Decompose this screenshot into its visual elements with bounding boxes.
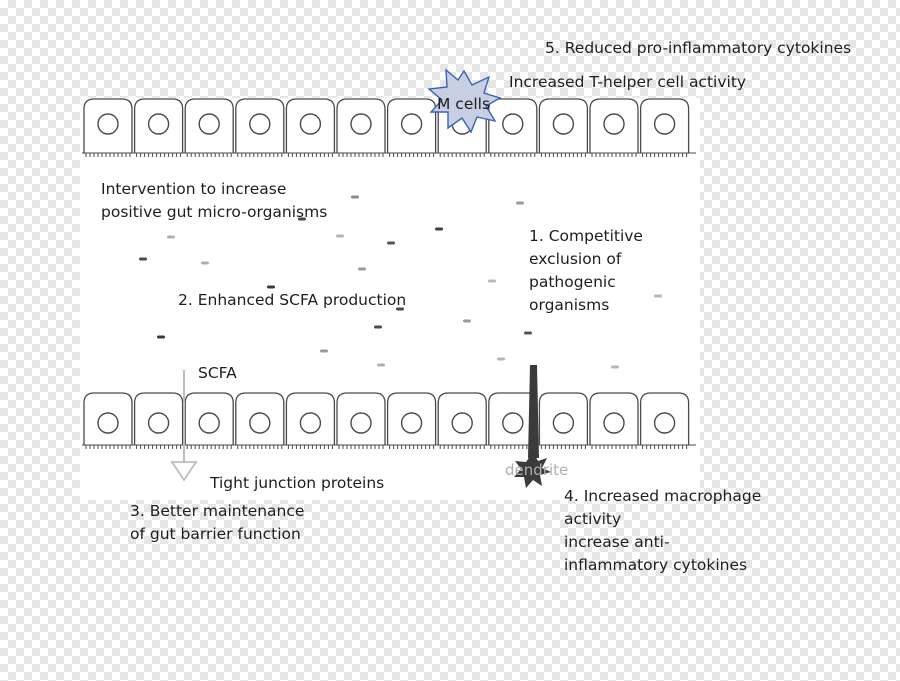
scfa-arrow-icon — [170, 370, 198, 482]
bacterium-mark — [201, 261, 209, 265]
bacterium-mark — [167, 235, 175, 239]
epithelial-cell — [285, 392, 336, 449]
epithelial-cell — [336, 392, 386, 449]
epithelial-cell — [538, 392, 589, 449]
epithelial-cell — [235, 98, 285, 157]
t-helper-label: Increased T-helper cell activity — [509, 73, 747, 91]
epithelial-cell — [83, 392, 133, 449]
bacterium-mark — [377, 363, 385, 367]
bacterium-mark — [524, 331, 532, 335]
epithelial-cell — [83, 98, 133, 157]
gut-micro-organisms — [139, 195, 662, 369]
bacterium-mark — [654, 294, 662, 298]
epithelial-cell — [133, 98, 184, 157]
bacterium-mark — [267, 285, 275, 289]
epithelial-cell — [285, 98, 336, 157]
epithelial-cell — [235, 392, 285, 449]
epithelial-cell — [386, 392, 437, 449]
bacterium-mark — [336, 234, 344, 238]
epithelial-cell — [437, 392, 487, 449]
barrier-function-label: 3. Better maintenance of gut barrier fun… — [130, 502, 305, 543]
epithelial-cell — [639, 392, 690, 449]
bacterium-mark — [463, 319, 471, 323]
bacterium-mark — [396, 307, 404, 311]
tight-junction-label: Tight junction proteins — [210, 474, 385, 492]
m-cell-icon — [427, 68, 502, 134]
epithelial-cell — [589, 98, 639, 157]
bacterium-mark — [374, 325, 382, 329]
epithelial-cell — [488, 392, 538, 449]
bacterium-mark — [320, 349, 328, 353]
scfa-production-label: 2. Enhanced SCFA production — [178, 291, 407, 309]
dendritic-cell-icon: dendrite — [505, 365, 568, 488]
m-cells-label: M cells — [437, 95, 491, 113]
intervention-label: Intervention to increase positive gut mi… — [101, 180, 328, 221]
bacterium-mark — [435, 227, 443, 231]
epithelial-cell — [589, 392, 639, 449]
bacterium-mark — [351, 195, 359, 199]
epithelial-cell — [133, 392, 184, 449]
macrophage-label: 4. Increased macrophage activity increas… — [564, 487, 762, 574]
epithelial-cell — [184, 392, 234, 449]
bacterium-mark — [516, 201, 524, 205]
bacterium-mark — [488, 279, 496, 283]
epithelial-cell — [538, 98, 589, 157]
bacterium-mark — [611, 365, 619, 369]
epithelial-cell — [184, 98, 234, 157]
epithelial-cell — [336, 98, 386, 157]
bacterium-mark — [497, 357, 505, 361]
epithelial-cell — [639, 98, 690, 157]
scfa-label: SCFA — [198, 364, 237, 382]
reduced-cytokines-label: 5. Reduced pro-inflammatory cytokines — [545, 39, 852, 57]
competitive-exclusion-label: 1. Competitive exclusion of pathogenic o… — [529, 227, 643, 314]
bacterium-mark — [387, 241, 395, 245]
bacterium-mark — [358, 267, 366, 271]
bacterium-mark — [298, 217, 306, 221]
epithelial-cell — [488, 98, 538, 157]
dendrite-label: dendrite — [505, 461, 568, 479]
bacterium-mark — [157, 335, 165, 339]
bacterium-mark — [139, 257, 147, 261]
lower-epithelial-layer — [82, 392, 696, 449]
epithelial-cell — [386, 98, 437, 157]
upper-epithelial-layer — [82, 98, 696, 157]
